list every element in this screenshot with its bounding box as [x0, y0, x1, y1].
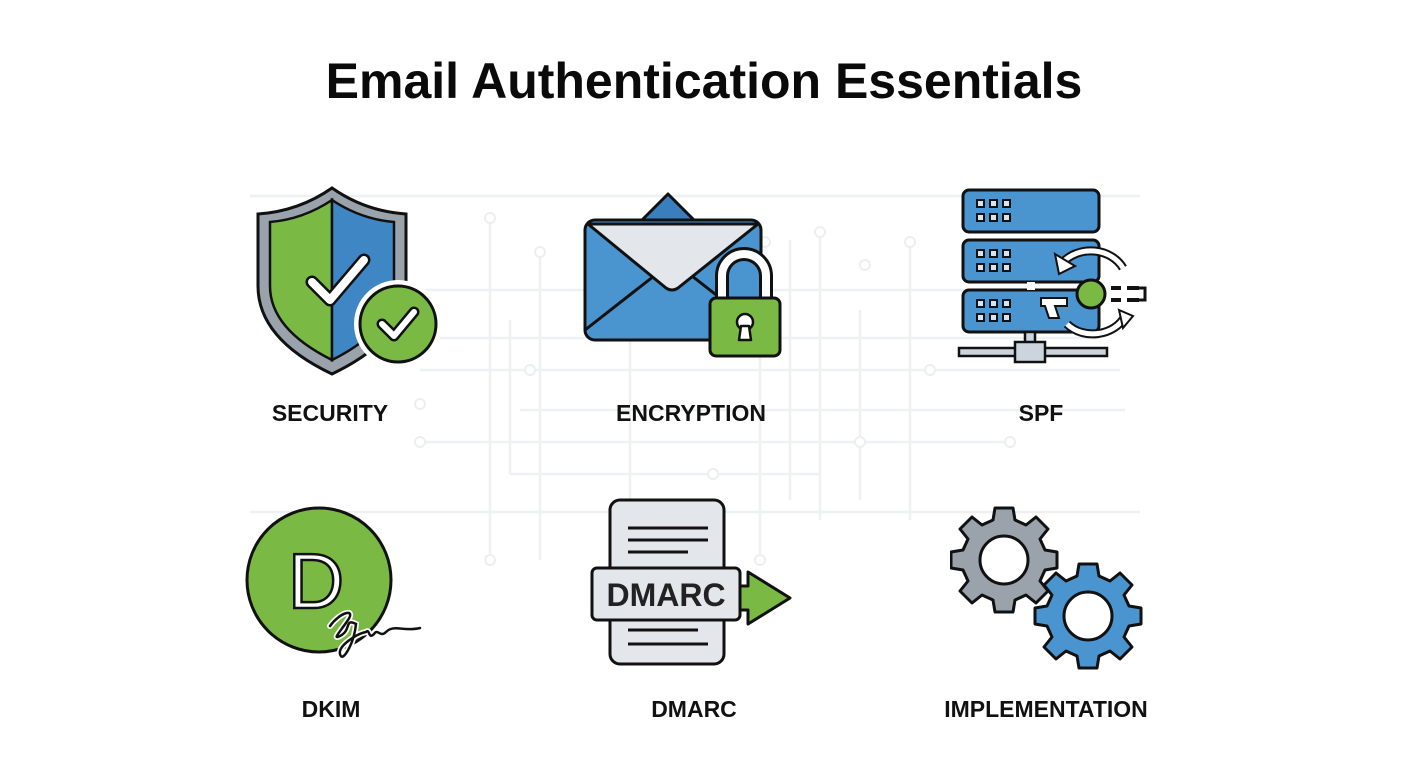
label-dkim: DKIM [301, 696, 361, 722]
svg-text:D: D [288, 537, 344, 625]
label-implementation: IMPLEMENTATION [944, 696, 1148, 722]
label-encryption: ENCRYPTION [616, 400, 766, 426]
svg-text:DMARC: DMARC [606, 577, 725, 613]
label-dmarc: DMARC [651, 696, 737, 722]
label-security: SECURITY [271, 400, 389, 426]
page-title: Email Authentication Essentials [325, 53, 1083, 109]
label-spf: SPF [1018, 400, 1064, 426]
shield-check-icon [256, 186, 442, 376]
gears-icon [950, 506, 1143, 670]
server-sync-icon [957, 188, 1147, 364]
envelope-lock-icon [583, 192, 782, 358]
dmarc-document-icon: DMARC [590, 498, 792, 666]
dkim-signature-icon: D [245, 506, 423, 660]
